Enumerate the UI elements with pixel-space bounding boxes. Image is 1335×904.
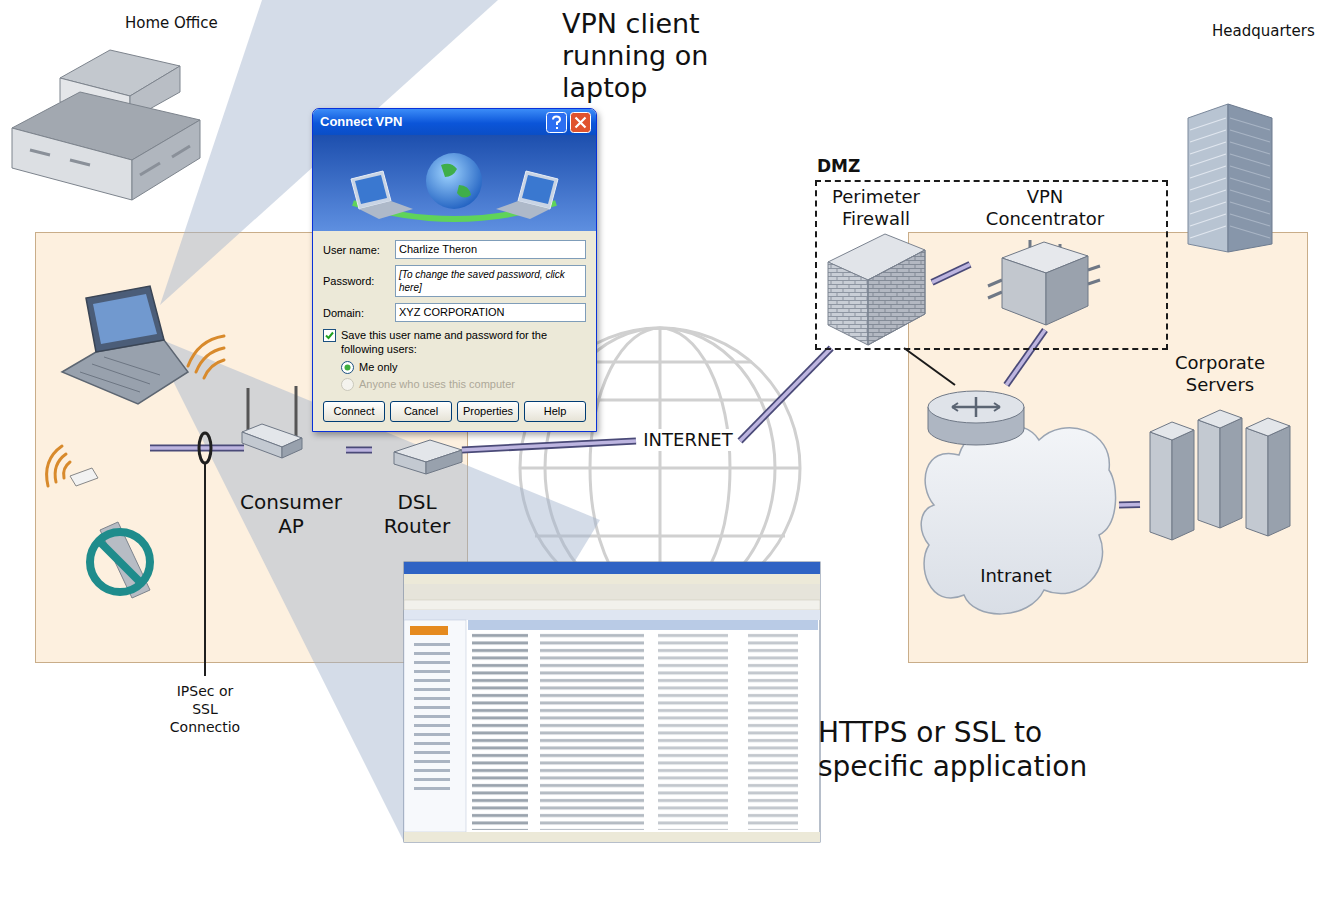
region-title: Headquarters	[1212, 22, 1315, 40]
radio-selected	[341, 361, 354, 374]
network-link	[740, 348, 831, 441]
radio-label: Anyone who uses this computer	[359, 377, 515, 391]
label-holder: Intranet	[966, 565, 1066, 587]
client-link	[150, 448, 244, 449]
field-label: User name:	[323, 244, 395, 256]
push-button: Connect	[323, 401, 385, 422]
server-icons	[1150, 410, 1290, 540]
label-holder: IPSec or SSL Connectio	[165, 682, 245, 737]
access-point: Consumer AP	[236, 445, 346, 545]
field-label: Password:	[323, 275, 395, 287]
headquarters-region: Headquarters IntranetCorporate Servers	[908, 232, 1308, 663]
internet-node: INTERNET	[636, 428, 740, 454]
link-stroke	[346, 447, 372, 454]
zone-title: DMZ	[817, 156, 860, 176]
checkbox-row: Save this user name and password for the…	[323, 328, 586, 356]
label-holder: Consumer AP	[236, 490, 346, 538]
radio-row: Anyone who uses this computer	[323, 377, 586, 391]
callout-heading: HTTPS or SSL to specific application	[818, 716, 1118, 783]
leader-line	[204, 464, 206, 676]
intranet-cloud: Intranet	[914, 385, 1119, 625]
callout-heading: VPN client running on laptop	[562, 8, 762, 104]
label-holder: Corporate Servers	[1140, 352, 1300, 395]
perimeter-firewall: Perimeter Firewall	[820, 184, 932, 348]
field-label: Domain:	[323, 307, 395, 319]
radio-label: Me only	[359, 360, 398, 374]
radio-row: Me only	[323, 360, 586, 374]
link-stroke	[1119, 501, 1140, 509]
node-label: VPN Concentrator	[970, 186, 1120, 229]
label-holder: DMZ	[817, 156, 860, 176]
form-row: User name:Charlize Theron	[323, 240, 586, 259]
push-button: Properties	[457, 401, 519, 422]
webmail-screenshot	[404, 562, 820, 842]
network-link	[1119, 504, 1140, 506]
label-holder: HTTPS or SSL to specific application	[818, 716, 1118, 783]
network-link	[462, 441, 636, 450]
push-button: Help	[524, 401, 586, 422]
link-stroke	[740, 348, 831, 441]
vpn-dialog: Connect VPN User name:Charlize TheronPas…	[312, 108, 597, 432]
title-bar: Connect VPN	[313, 109, 596, 135]
form-body: User name:Charlize TheronPassword:[To ch…	[313, 231, 596, 393]
node-label: Perimeter Firewall	[820, 186, 932, 229]
node-label: Corporate Servers	[1140, 352, 1300, 395]
intranet-cloud-shape	[914, 385, 1119, 625]
form-row: Domain:XYZ CORPORATION	[323, 303, 586, 322]
label-holder: INTERNET	[636, 429, 740, 451]
button-row: ConnectCancelPropertiesHelp	[313, 393, 596, 431]
label-holder: VPN Concentrator	[970, 186, 1120, 229]
link-stroke	[462, 441, 636, 450]
text-field: [To change the saved password, click her…	[395, 265, 586, 297]
label-holder: Headquarters	[1212, 22, 1315, 40]
text-field: XYZ CORPORATION	[395, 303, 586, 322]
push-button: Cancel	[390, 401, 452, 422]
window-title: Connect VPN	[313, 109, 596, 135]
radio-disabled	[341, 378, 354, 391]
headquarters-tower	[1188, 104, 1272, 252]
checkbox	[323, 329, 336, 342]
label-holder: VPN client running on laptop	[562, 8, 762, 104]
link-stroke	[346, 448, 372, 452]
vpn-concentrator: VPN Concentrator	[970, 184, 1120, 330]
dsl-router: DSL Router	[372, 445, 462, 545]
connection-label: IPSec or SSL Connectio	[165, 682, 245, 737]
node-label: INTERNET	[640, 429, 735, 451]
dialog-banner	[313, 135, 596, 231]
checkbox-label: Save this user name and password for the…	[341, 328, 586, 356]
label-holder: Home Office	[125, 14, 218, 32]
text-field: Charlize Theron	[395, 240, 586, 259]
node-label: Intranet	[966, 565, 1066, 587]
dmz-zone: DMZPerimeter FirewallVPN Concentrator	[815, 180, 1168, 350]
node-label: Consumer AP	[236, 490, 346, 538]
home-building	[12, 50, 200, 200]
link-stroke	[1119, 503, 1140, 507]
network-link	[346, 450, 372, 451]
corporate-servers: Corporate Servers	[1140, 352, 1300, 545]
link-stroke	[740, 348, 831, 441]
label-holder: Perimeter Firewall	[820, 186, 932, 229]
label-holder: DSL Router	[372, 490, 462, 538]
region-title: Home Office	[125, 14, 218, 32]
link-stroke	[462, 441, 636, 450]
node-label: DSL Router	[372, 490, 462, 538]
access-point-icon	[242, 386, 302, 458]
window-buttons	[546, 112, 592, 133]
form-row: Password:[To change the saved password, …	[323, 265, 586, 297]
